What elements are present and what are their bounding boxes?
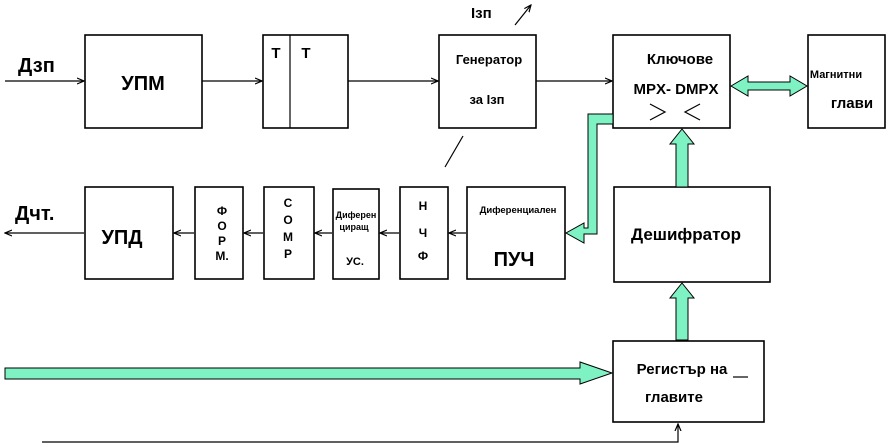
nch-letter-1: Н [419, 199, 428, 213]
comp-block: С О М Р [263, 186, 315, 280]
differentiating-amp-block: Диферен циращ УС. [332, 188, 380, 280]
nch-filter-block: Н Ч Ф [399, 186, 449, 280]
register-block: Регистър на главите [612, 340, 765, 423]
keys-mpx-dmpx-block: Ключове MPX- DMPX [612, 34, 731, 129]
form-letter-3: Р [218, 234, 226, 248]
form-letter-2: О [217, 219, 226, 233]
keys-label-line1: Ключове [647, 51, 713, 68]
puch-label-line2: ПУЧ [494, 249, 535, 271]
izp-label: Ізп [471, 5, 492, 22]
tt-flipflop-block: Т Т [262, 34, 349, 129]
decoder-label: Дешифратор [631, 225, 741, 244]
switch-symbol-icon [649, 103, 701, 121]
diffamp-label-line2: циращ [339, 222, 369, 232]
puch-label-line1: Диференциален [480, 205, 557, 216]
heads-label-line1: Магнитни [810, 69, 862, 81]
form-block: Ф О Р М. [194, 186, 244, 280]
form-letter-4: М. [215, 249, 228, 263]
comp-letter-3: М [283, 230, 293, 244]
magnetic-heads-block: Магнитни глави [807, 34, 886, 129]
diffamp-label-line3: УС. [346, 256, 364, 268]
nch-letter-2: Ч [419, 226, 427, 240]
diffamp-label-line1: Диферен [336, 210, 377, 220]
izp-output-wire [514, 5, 531, 26]
upm-block: УПМ [84, 34, 203, 129]
decoder-to-keys-bus [668, 128, 696, 188]
keys-label-line2: MPX- DMPX [633, 81, 718, 98]
generator-block: Генератор за Ізп [438, 34, 537, 129]
generator-tick-line [444, 135, 464, 168]
upd-label: УПД [101, 227, 142, 249]
heads-label-line2: глави [831, 95, 873, 112]
upd-block: УПД [84, 186, 174, 280]
upm-label: УПМ [121, 73, 164, 95]
input-dzp-label: Дзп [18, 55, 55, 77]
register-label-line1: Регистър на [637, 361, 728, 378]
register-label-line2: главите [645, 389, 703, 406]
generator-label-line1: Генератор [456, 52, 522, 67]
tt-right-label: Т [301, 45, 310, 62]
comp-letter-2: О [283, 213, 292, 227]
comp-letter-1: С [284, 196, 293, 210]
comp-letter-4: Р [284, 247, 292, 261]
decoder-block: Дешифратор [613, 186, 771, 283]
register-clock-wire [42, 424, 678, 443]
output-dcht-label: Дчт. [15, 203, 54, 225]
keys-to-puch-bus [564, 113, 614, 244]
form-letter-1: Ф [217, 204, 227, 218]
keys-heads-bus [730, 75, 808, 97]
register-input-bus [4, 361, 614, 385]
nch-letter-3: Ф [418, 249, 428, 263]
generator-label-line2: за Ізп [469, 92, 504, 107]
register-to-decoder-bus [668, 282, 696, 341]
puch-block: Диференциален ПУЧ [466, 186, 566, 280]
tt-left-label: Т [271, 45, 280, 62]
